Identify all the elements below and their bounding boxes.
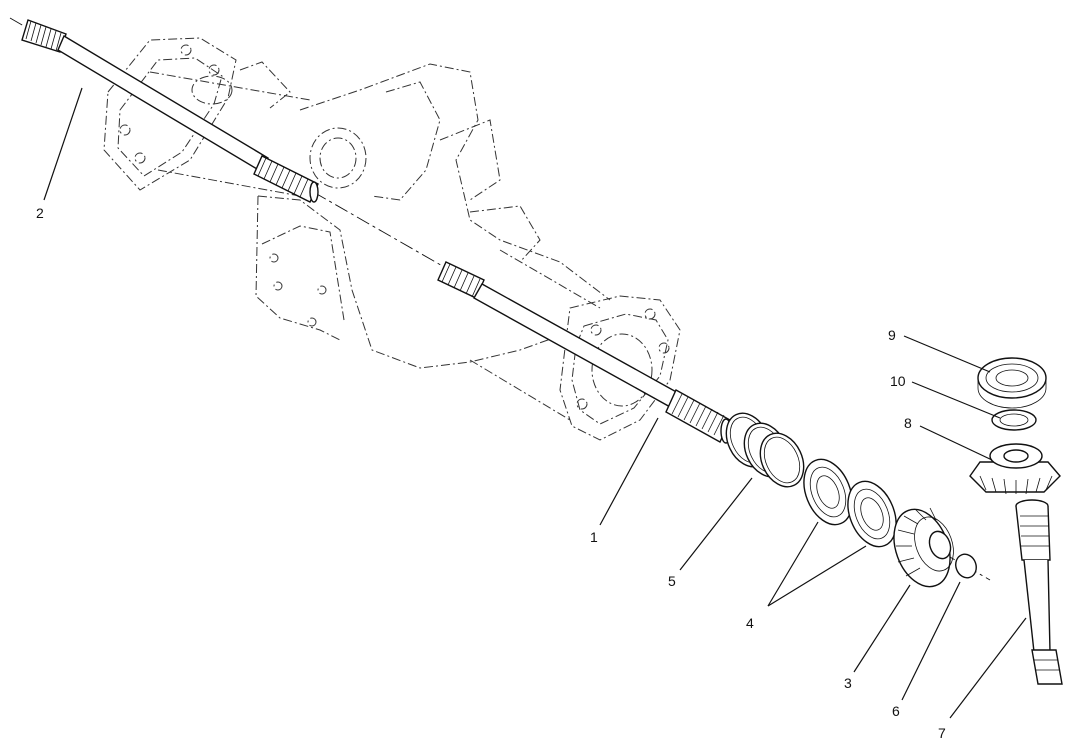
bevel-gear (893, 507, 954, 588)
callout-7: 7 (938, 725, 946, 741)
leader-5 (679, 477, 753, 571)
leader-7 (949, 617, 1027, 719)
leader-9 (903, 335, 991, 373)
leader-4a (767, 521, 819, 607)
callout-2: 2 (36, 205, 44, 221)
leader-lines (43, 87, 1027, 719)
leader-2 (43, 87, 83, 201)
leader-4b (767, 545, 867, 607)
callout-4: 4 (746, 615, 754, 631)
callout-10: 10 (890, 373, 906, 389)
callout-3: 3 (844, 675, 852, 691)
snap-ring (955, 553, 977, 579)
leader-3 (853, 584, 911, 673)
leader-6 (901, 581, 961, 701)
callout-1: 1 (590, 529, 598, 545)
callout-9: 9 (888, 327, 896, 343)
callout-6: 6 (892, 703, 900, 719)
callout-8: 8 (904, 415, 912, 431)
retaining-rings (725, 412, 805, 488)
axle-shaft-left (21, 19, 319, 203)
top-bearing (977, 357, 1047, 409)
leader-10 (911, 381, 1001, 419)
ball-bearings (803, 458, 897, 548)
callout-5: 5 (668, 573, 676, 589)
leader-1 (599, 417, 659, 526)
callout-labels: 1 2 3 4 5 6 7 8 9 10 (36, 205, 946, 741)
axle-shaft-right (437, 261, 732, 444)
pinion-gear (969, 443, 1061, 495)
washer (991, 409, 1037, 431)
drive-shaft (1015, 499, 1063, 685)
axle-housing-phantom (103, 37, 681, 441)
leader-8 (919, 425, 993, 461)
